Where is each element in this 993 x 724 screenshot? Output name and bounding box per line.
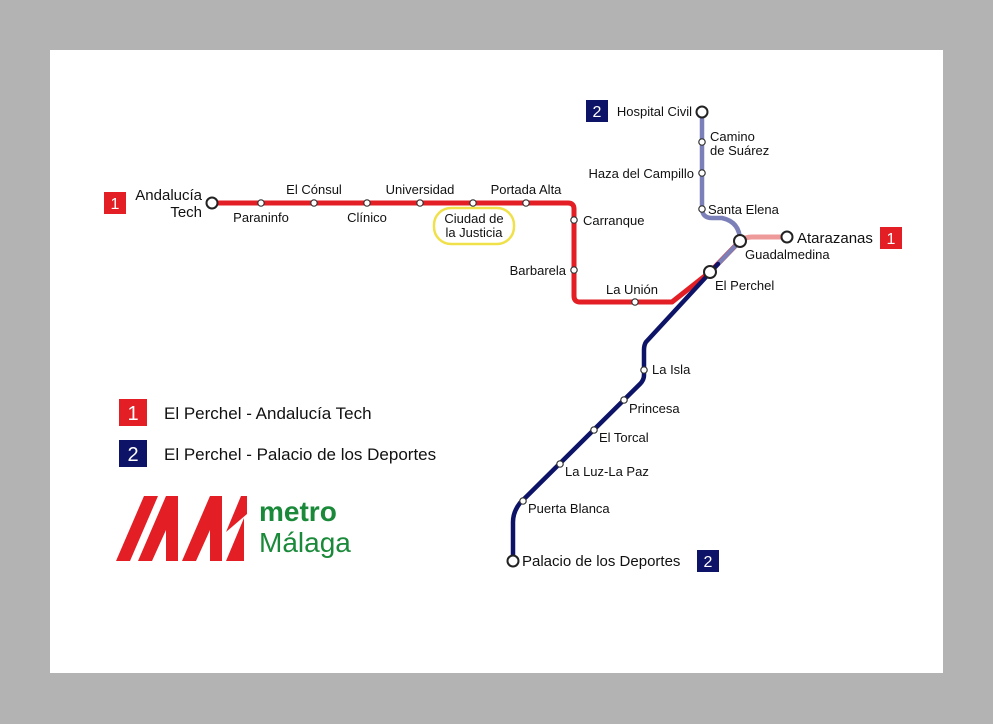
ciudad-justicia-highlight	[432, 206, 516, 246]
station-dot-paraninfo[interactable]	[257, 199, 265, 207]
label-puerta-blanca: Puerta Blanca	[528, 501, 610, 516]
station-dot-universidad[interactable]	[416, 199, 424, 207]
station-dot-clinico[interactable]	[363, 199, 371, 207]
label-universidad: Universidad	[386, 182, 455, 197]
station-dot-el-consul[interactable]	[310, 199, 318, 207]
badge-andalucia-tech: 1	[104, 192, 126, 214]
station-dot-el-torcal[interactable]	[590, 426, 598, 434]
station-dot-santa-elena[interactable]	[698, 205, 706, 213]
label-la-luz-la-paz: La Luz-La Paz	[565, 464, 649, 479]
station-dot-portada-alta[interactable]	[522, 199, 530, 207]
station-dot-guadalmedina[interactable]	[733, 234, 747, 248]
label-clinico: Clínico	[347, 210, 387, 225]
label-haza-campillo: Haza del Campillo	[589, 166, 695, 181]
line2-track	[510, 261, 721, 564]
metro-map: Andalucía Tech Paraninfo El Cónsul Clíni…	[104, 100, 902, 572]
svg-text:1: 1	[111, 196, 120, 213]
label-atarazanas: Atarazanas	[797, 230, 873, 247]
station-dot-haza-campillo[interactable]	[698, 169, 706, 177]
station-dot-puerta-blanca[interactable]	[519, 497, 527, 505]
label-guadalmedina: Guadalmedina	[745, 247, 830, 262]
label-princesa: Princesa	[629, 401, 680, 416]
label-camino-suarez-2: de Suárez	[710, 143, 769, 158]
metro-malaga-logo: metro Málaga	[116, 496, 351, 561]
label-el-torcal: El Torcal	[599, 430, 649, 445]
label-camino-suarez-1: Camino	[710, 129, 755, 144]
svg-text:2: 2	[593, 104, 602, 121]
line1-track	[209, 200, 713, 305]
label-barbarela: Barbarela	[510, 263, 567, 278]
label-la-union: La Unión	[606, 282, 658, 297]
badge-palacio-deportes: 2	[697, 550, 719, 572]
station-dot-la-isla[interactable]	[640, 366, 648, 374]
label-andalucia-tech-2: Tech	[170, 204, 202, 221]
label-portada-alta: Portada Alta	[491, 182, 563, 197]
label-palacio-deportes: Palacio de los Deportes	[522, 553, 680, 570]
legend-label-line1: El Perchel - Andalucía Tech	[164, 404, 372, 423]
label-andalucia-tech-1: Andalucía	[135, 187, 202, 204]
map-card: Andalucía Tech Paraninfo El Cónsul Clíni…	[50, 50, 943, 673]
label-paraninfo: Paraninfo	[233, 210, 289, 225]
svg-text:2: 2	[704, 554, 713, 571]
logo-text-malaga: Málaga	[259, 527, 351, 558]
station-dot-hospital-civil[interactable]	[695, 105, 709, 119]
badge-atarazanas: 1	[880, 227, 902, 249]
station-dot-ciudad-justicia[interactable]	[469, 199, 477, 207]
label-hospital-civil: Hospital Civil	[617, 104, 692, 119]
logo-text-metro: metro	[259, 496, 337, 527]
line1-branch-atarazanas	[737, 234, 790, 244]
label-ciudad-justicia-2: la Justicia	[445, 225, 503, 240]
label-la-isla: La Isla	[652, 362, 691, 377]
station-dot-carranque[interactable]	[570, 216, 578, 224]
station-dot-camino-suarez[interactable]	[698, 138, 706, 146]
legend-item-line1: 1 El Perchel - Andalucía Tech	[119, 399, 372, 426]
svg-text:2: 2	[127, 444, 138, 466]
station-dot-barbarela[interactable]	[570, 266, 578, 274]
label-carranque: Carranque	[583, 213, 644, 228]
legend-item-line2: 2 El Perchel - Palacio de los Deportes	[119, 440, 436, 467]
label-el-consul: El Cónsul	[286, 182, 342, 197]
legend-label-line2: El Perchel - Palacio de los Deportes	[164, 445, 436, 464]
station-dot-andalucia-tech[interactable]	[205, 196, 219, 210]
label-ciudad-justicia-1: Ciudad de	[444, 211, 503, 226]
logo-mark-icon	[116, 496, 247, 561]
label-santa-elena: Santa Elena	[708, 202, 780, 217]
station-dot-la-luz-la-paz[interactable]	[556, 460, 564, 468]
station-dot-palacio-deportes[interactable]	[506, 554, 520, 568]
station-dot-el-perchel[interactable]	[703, 265, 717, 279]
station-dot-princesa[interactable]	[620, 396, 628, 404]
station-dot-la-union[interactable]	[631, 298, 639, 306]
badge-hospital-civil: 2	[586, 100, 608, 122]
svg-text:1: 1	[887, 231, 896, 248]
station-dot-atarazanas[interactable]	[780, 230, 794, 244]
svg-text:1: 1	[127, 403, 138, 425]
label-el-perchel: El Perchel	[715, 278, 774, 293]
